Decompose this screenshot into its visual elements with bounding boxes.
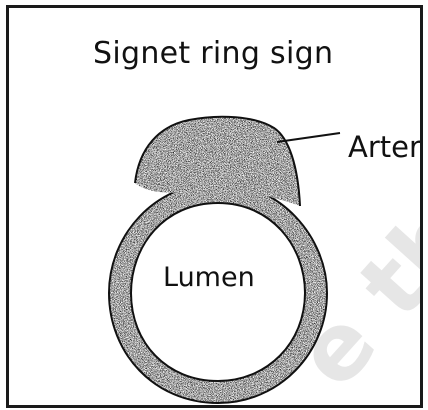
figure-frame: e the Signet ring sign Artery Lumen bbox=[6, 5, 423, 408]
diagram-title: Signet ring sign bbox=[93, 36, 333, 71]
artery-leader-line bbox=[277, 133, 340, 142]
artery-label: Artery bbox=[348, 130, 423, 164]
lumen-label: Lumen bbox=[163, 262, 255, 293]
